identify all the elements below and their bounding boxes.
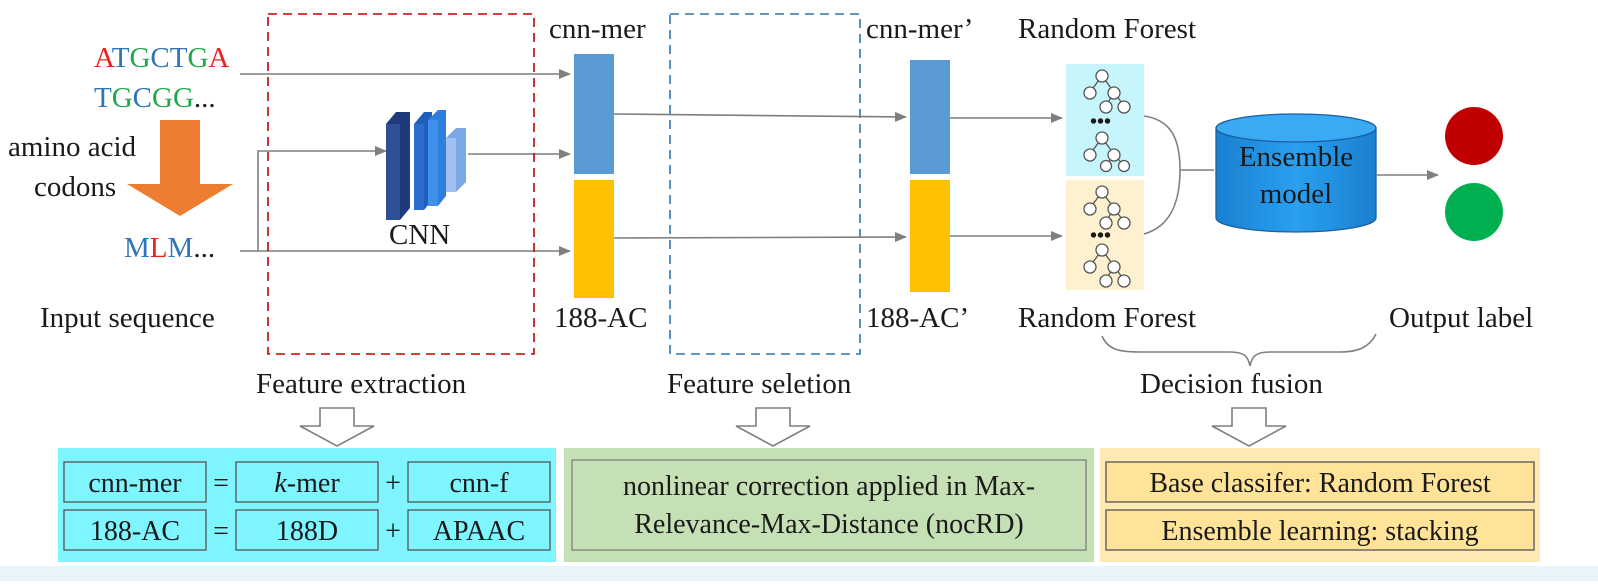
188-ac-prime-label: 188-AC’ (866, 302, 969, 334)
selection-detail-box (571, 459, 1087, 551)
output-positive-circle (1445, 107, 1503, 165)
cell-cnn-mer (63, 461, 207, 503)
stage-decision-fusion: Decision fusion (1140, 368, 1323, 400)
down-arrow-fusion (1211, 407, 1287, 447)
protein-char-2: M (168, 232, 194, 264)
translation-arrow (127, 120, 233, 216)
rf-top-tree-1 (1083, 69, 1131, 114)
rf-bottom-dots: ••• (1090, 225, 1111, 247)
cell-188d (235, 509, 379, 551)
selection-detail-panel (564, 448, 1094, 562)
row1-plus: + (385, 468, 401, 499)
rf-bottom-tree-1 (1083, 185, 1131, 230)
dna2-char-1: G (112, 82, 133, 114)
188-ac-label: 188-AC (554, 302, 647, 334)
stage-feature-selection: Feature seletion (667, 368, 852, 400)
cell-apaac (407, 509, 551, 551)
ensemble-line-2: model (1260, 178, 1333, 210)
rf-merge-connector (1143, 115, 1214, 235)
188-ac-prime-bar (910, 180, 950, 292)
rf-top-panel (1066, 64, 1144, 176)
rf-top-dots: ••• (1090, 111, 1111, 133)
cell-kmer (235, 461, 379, 503)
ensemble-model-cylinder (1215, 113, 1377, 233)
dna2-char-2: C (133, 82, 152, 114)
dna1-char-2: G (129, 42, 150, 74)
rf-bottom-panel (1066, 180, 1144, 290)
selection-line-1: nonlinear correction applied in Max- (623, 471, 1035, 502)
188-ac-bar (574, 180, 614, 298)
protein-char-3: ... (193, 232, 215, 264)
row1-name: cnn-mer (88, 468, 182, 499)
selection-line-2: Relevance-Max-Distance (nocRD) (634, 509, 1024, 540)
extraction-row-1: cnn-mer = k-mer + cnn-f (63, 461, 551, 503)
fusion-base-classifier-box (1105, 461, 1535, 503)
down-arrow-extraction (299, 407, 375, 447)
protein-char-1: L (150, 232, 168, 264)
row2-part-a: 188D (276, 516, 338, 547)
cell-188-ac (63, 509, 207, 551)
bottom-band (0, 566, 1598, 581)
row1-part-b: cnn-f (449, 468, 509, 499)
arrow-protein-to-cnn (257, 146, 387, 251)
rf-bottom-tree-2 (1083, 243, 1131, 288)
dna1-char-6: A (208, 42, 229, 74)
translation-label-2: codons (34, 171, 116, 203)
decision-fusion-brace (1101, 333, 1377, 367)
dna1-char-1: T (112, 42, 130, 74)
row2-name: 188-AC (90, 516, 180, 547)
feature-selection-box (669, 13, 861, 355)
rf-bottom-label: Random Forest (1018, 302, 1196, 334)
protein-char-0: M (124, 232, 150, 264)
dna1-char-0: A (94, 42, 115, 74)
arrow-188-ac-to-selected (613, 232, 907, 243)
feature-extraction-box (267, 13, 535, 355)
dna-sequence-line-1: ATGCTGA (94, 42, 229, 74)
protein-sequence: MLM... (124, 232, 215, 264)
row1-part-a: k-mer (274, 468, 340, 499)
dna2-char-4: G (173, 82, 194, 114)
dna1-char-4: T (170, 42, 188, 74)
cnn-icon (386, 110, 466, 220)
ensemble-line-1: Ensemble (1239, 141, 1353, 173)
rf-top-tree-2 (1083, 131, 1131, 173)
cnn-mer-prime-bar (910, 60, 950, 174)
dna1-char-5: G (187, 42, 208, 74)
dna-sequence-line-2: TGCGG... (94, 82, 216, 114)
dna2-char-3: G (152, 82, 173, 114)
rf-top-label: Random Forest (1018, 13, 1196, 45)
extraction-row-2: 188-AC = 188D + APAAC (63, 509, 551, 551)
stage-feature-extraction: Feature extraction (256, 368, 467, 400)
cell-cnn-f (407, 461, 551, 503)
down-arrow-selection (735, 407, 811, 447)
fusion-line-2: Ensemble learning: stacking (1161, 516, 1478, 547)
fusion-ensemble-box (1105, 509, 1535, 551)
output-negative-circle (1445, 183, 1503, 241)
row2-plus: + (385, 516, 401, 547)
cnn-label: CNN (389, 219, 450, 251)
fusion-line-1: Base classifer: Random Forest (1149, 468, 1491, 499)
output-label-caption: Output label (1389, 302, 1533, 334)
cnn-mer-bar (574, 54, 614, 174)
row2-part-b: APAAC (433, 516, 525, 547)
arrow-cnn-mer-to-selected (613, 111, 907, 122)
cnn-mer-label: cnn-mer (549, 13, 646, 45)
row1-eq: = (213, 468, 229, 499)
dna1-char-3: C (150, 42, 169, 74)
dna2-char-5: ... (194, 82, 216, 114)
row2-eq: = (213, 516, 229, 547)
dna2-char-0: T (94, 82, 112, 114)
translation-label-1: amino acid (8, 131, 137, 163)
input-sequence-caption: Input sequence (40, 302, 215, 334)
cnn-mer-prime-label: cnn-mer’ (866, 13, 973, 45)
